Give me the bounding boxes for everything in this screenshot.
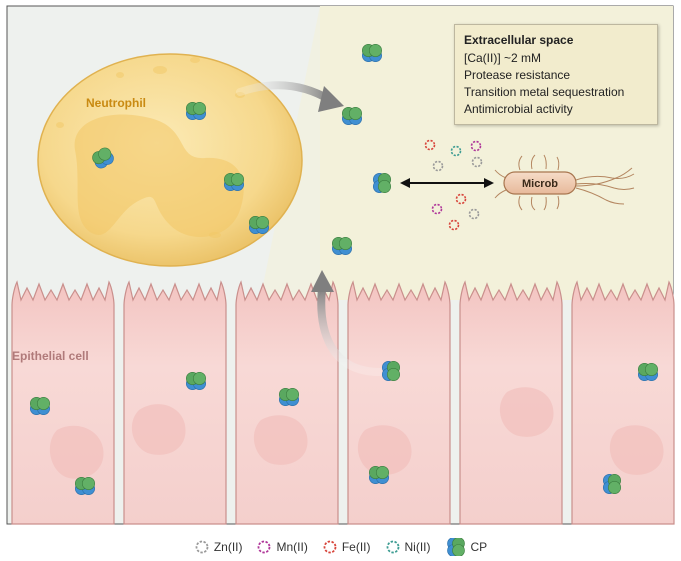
legend-item-cp: CP — [445, 538, 488, 556]
info-line-protease: Protease resistance — [464, 68, 571, 82]
legend-label: Mn(II) — [276, 540, 308, 554]
neutrophil-cell — [37, 53, 303, 267]
legend-item-mn: Mn(II) — [256, 539, 308, 555]
dashed-ring-icon — [195, 540, 209, 554]
legend-label: CP — [470, 540, 488, 554]
legend-label: Zn(II) — [213, 540, 243, 554]
legend-label: Ni(II) — [404, 540, 431, 554]
legend-label: Fe(II) — [341, 540, 371, 554]
calprotectin-icon — [446, 538, 465, 556]
legend-item-ni: Ni(II) — [385, 539, 431, 555]
info-line-sequestration: Transition metal sequestration — [464, 85, 625, 99]
info-box-title: Extracellular space — [464, 33, 574, 47]
dashed-ring-icon — [323, 540, 337, 554]
metal-ions — [424, 139, 483, 231]
neutrophil-label: Neutrophil — [86, 96, 146, 110]
legend: Zn(II) Mn(II) Fe(II) Ni(II) CP — [0, 536, 681, 558]
dashed-ring-icon — [258, 540, 271, 554]
dashed-ring-icon — [386, 540, 399, 554]
double-arrow — [400, 178, 494, 188]
info-line-antimicrobial: Antimicrobial activity — [464, 102, 573, 116]
info-line-calcium: [Ca(II)] ~2 mM — [464, 51, 542, 65]
neutrophil-nucleus — [74, 114, 244, 237]
legend-item-fe: Fe(II) — [322, 539, 371, 555]
microb-label: Microb — [521, 178, 559, 190]
secretion-arrow-epithelial — [317, 284, 384, 376]
microbe — [494, 154, 635, 211]
epithelial-cell-label: Epithelial cell — [12, 349, 89, 363]
legend-item-zn: Zn(II) — [194, 539, 243, 555]
extracellular-info-box: Extracellular space [Ca(II)] ~2 mM Prote… — [454, 24, 658, 125]
